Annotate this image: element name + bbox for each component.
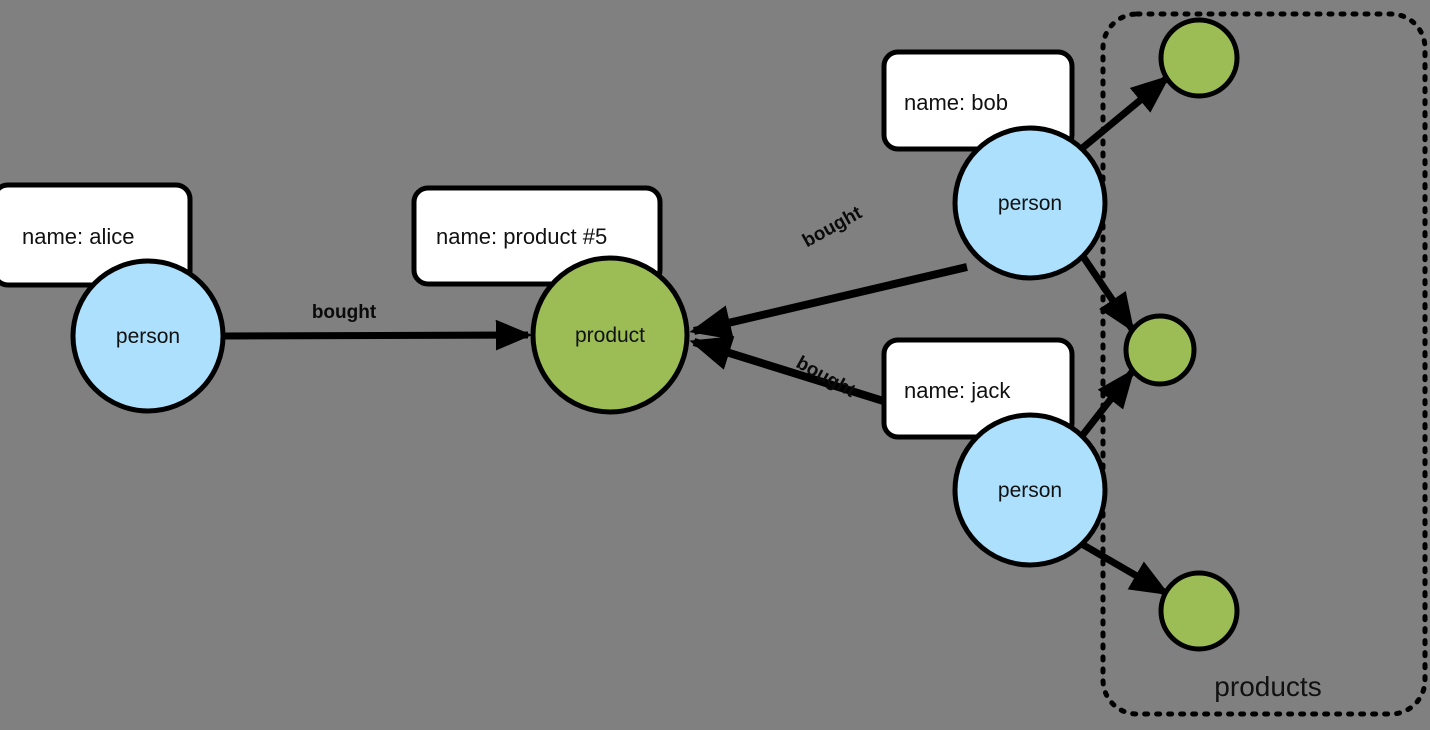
node-product5[interactable]: product [530, 255, 690, 415]
edges-layer [223, 75, 1171, 597]
group-products-outline [1100, 11, 1428, 717]
node-jack[interactable]: person [952, 412, 1108, 568]
edge-alice-bought-product[interactable] [223, 319, 533, 351]
nodes-layer: person product person person [70, 17, 1240, 652]
node-product-bottom-circle[interactable] [1158, 570, 1240, 652]
property-box-bob[interactable]: name: bob [881, 49, 1075, 152]
edge-jack-to-product-bottom[interactable] [1078, 539, 1170, 597]
group-products-label: products [1214, 671, 1321, 702]
edge-label-bought-bob: bought [799, 202, 866, 252]
node-bob-label: person [998, 192, 1062, 215]
node-product5-circle [530, 255, 690, 415]
edge-label-bought-alice: bought [312, 302, 377, 323]
edge-jack-to-product-mid[interactable] [1075, 368, 1135, 444]
node-bob[interactable]: person [952, 125, 1108, 281]
node-product-mid-circle[interactable] [1123, 313, 1197, 387]
node-product5-label: product [575, 324, 645, 347]
property-box-bob-text: name: bob [904, 90, 1008, 115]
edge-bob-to-product-top[interactable] [1077, 75, 1171, 153]
node-alice-label: person [116, 325, 180, 348]
group-products: products [1100, 11, 1428, 717]
node-bob-circle [952, 125, 1108, 281]
edge-bob-bought-product[interactable] [689, 263, 968, 340]
node-product-top-circle[interactable] [1158, 17, 1240, 99]
node-alice[interactable]: person [70, 258, 226, 414]
property-box-jack-text: name: jack [904, 378, 1011, 403]
property-box-alice-text: name: alice [22, 224, 135, 249]
property-box-product5-text: name: product #5 [436, 224, 607, 249]
node-alice-circle [70, 258, 226, 414]
node-jack-label: person [998, 479, 1062, 502]
node-jack-circle [952, 412, 1108, 568]
edge-bob-to-product-mid[interactable] [1077, 250, 1135, 333]
